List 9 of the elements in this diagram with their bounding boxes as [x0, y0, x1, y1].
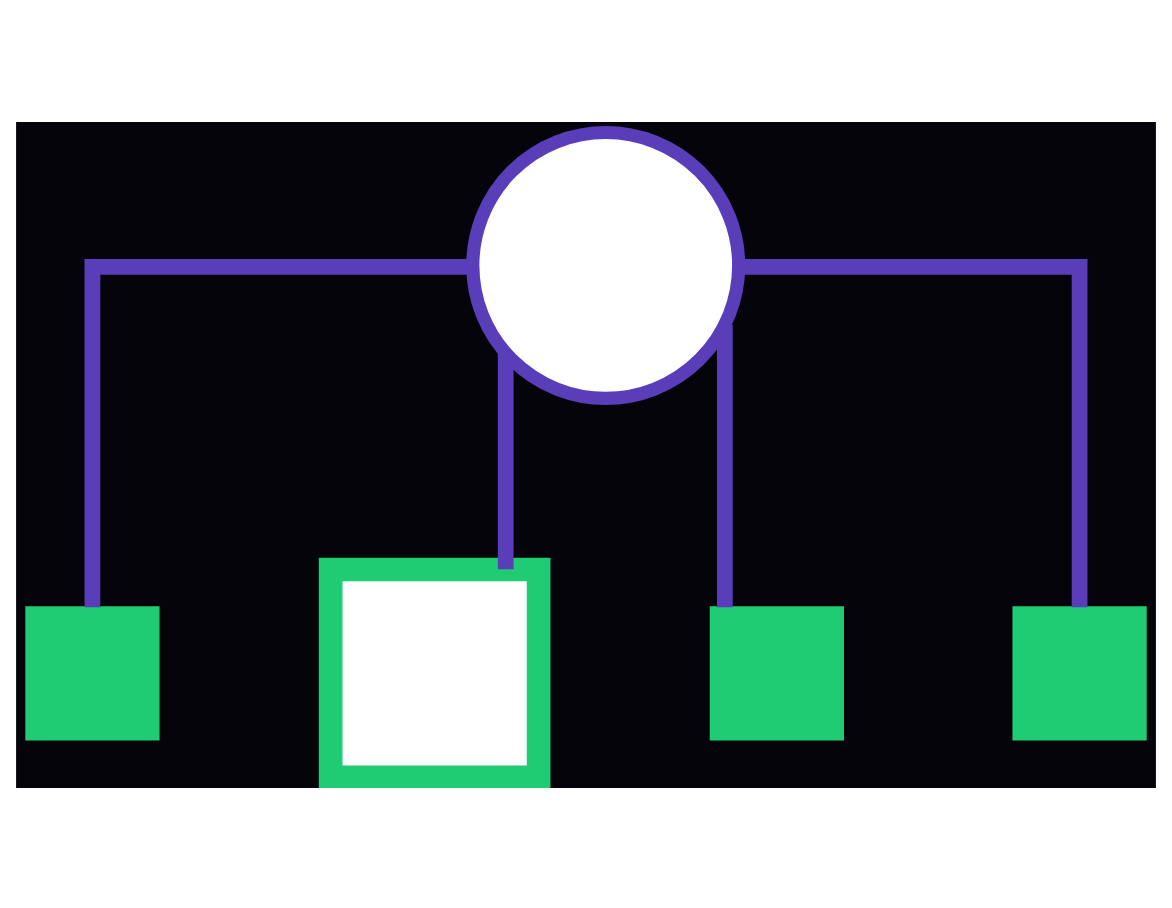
connector	[739, 257, 1088, 607]
connector	[84, 257, 473, 607]
node-box	[25, 605, 160, 740]
connector	[497, 353, 514, 569]
node-circle	[466, 124, 746, 404]
node-box	[709, 605, 844, 740]
connector	[716, 323, 733, 607]
node-box	[318, 556, 551, 787]
node-box	[1012, 605, 1147, 740]
